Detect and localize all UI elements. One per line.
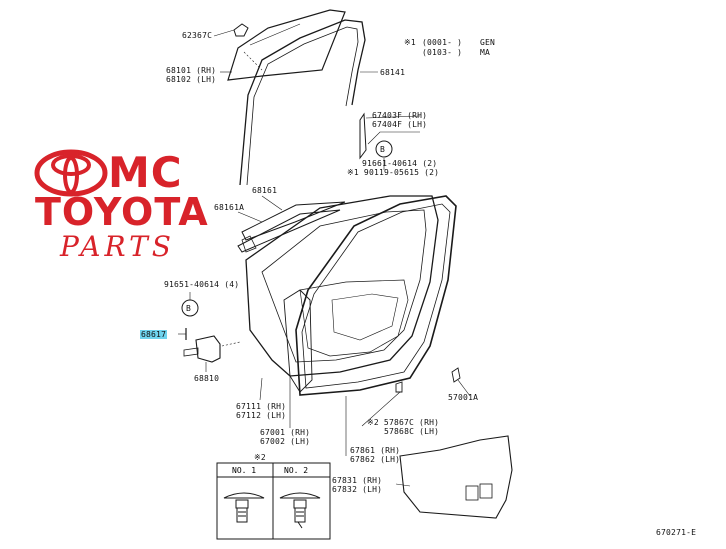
clip-no2-drawing — [279, 492, 321, 529]
clip-no1-drawing — [223, 492, 265, 523]
label-68161a[interactable]: 68161A — [214, 203, 245, 212]
label-62367c[interactable]: 62367C — [182, 31, 213, 40]
label-57001a[interactable]: 57001A — [448, 393, 479, 402]
clip-table-col1: NO. 1 — [232, 466, 257, 475]
legend-row2-value: MA — [480, 48, 491, 57]
label-67861[interactable]: 67861 (RH) — [350, 446, 401, 455]
label-67403f[interactable]: 67403F (RH) — [372, 111, 428, 120]
door-glass — [227, 9, 346, 81]
logo-text-mc: MC — [108, 148, 183, 197]
door-opening-weatherstrip — [295, 195, 457, 396]
label-68141[interactable]: 68141 — [380, 68, 406, 77]
label-67862[interactable]: 67862 (LH) — [350, 455, 401, 464]
clip-table-note: ※2 — [254, 453, 266, 462]
door-hinge — [195, 335, 221, 363]
label-68810[interactable]: 68810 — [194, 374, 220, 383]
bolt-62367c — [233, 23, 249, 37]
legend-row1-value: GEN — [480, 38, 496, 47]
label-67404f[interactable]: 67404F (LH) — [372, 120, 428, 129]
legend-mark: ※1 — [404, 38, 416, 47]
clip-57001a — [451, 367, 461, 383]
label-91651[interactable]: 91651-40614 (4) — [164, 280, 240, 289]
label-68101[interactable]: 68101 (RH) — [166, 66, 217, 75]
toyota-emblem-icon — [34, 149, 108, 197]
door-lining — [399, 435, 513, 519]
belt-moulding-outer — [241, 201, 346, 241]
label-68617[interactable]: 68617 — [140, 330, 168, 339]
glass-run-channel — [239, 19, 366, 186]
clip-57867c — [395, 381, 403, 393]
logo-text-toyota: TOYOTA — [35, 190, 209, 234]
label-90119[interactable]: ※1 90119-05615 (2) — [347, 168, 440, 177]
label-67002[interactable]: 67002 (LH) — [260, 437, 311, 446]
label-67001[interactable]: 67001 (RH) — [260, 428, 311, 437]
diagram-code: 670271-E — [656, 528, 697, 537]
rear-lower-frame — [359, 112, 367, 160]
belt-moulding-inner — [237, 209, 341, 253]
label-57867c[interactable]: ※2 57867C (RH) — [367, 418, 440, 427]
mc-toyota-parts-logo: MC TOYOTA PARTS — [30, 145, 208, 270]
label-67831[interactable]: 67831 (RH) — [332, 476, 383, 485]
label-67112[interactable]: 67112 (LH) — [236, 411, 287, 420]
door-panel — [245, 195, 439, 377]
b-circle-top-shape — [375, 140, 393, 158]
label-67111[interactable]: 67111 (RH) — [236, 402, 287, 411]
b-circle-top: B — [380, 145, 386, 154]
legend-row1-range: (0001- ) — [422, 38, 463, 47]
legend-row2-range: (0103- ) — [422, 48, 463, 57]
label-67832[interactable]: 67832 (LH) — [332, 485, 383, 494]
logo-text-parts: PARTS — [60, 230, 175, 263]
label-68161[interactable]: 68161 — [252, 186, 278, 195]
label-91661[interactable]: 91661-40614 (2) — [362, 159, 438, 168]
label-68102[interactable]: 68102 (LH) — [166, 75, 217, 84]
label-57868c[interactable]: 57868C (LH) — [384, 427, 440, 436]
b-circle-left: B — [186, 304, 192, 313]
clip-table-col2: NO. 2 — [284, 466, 309, 475]
